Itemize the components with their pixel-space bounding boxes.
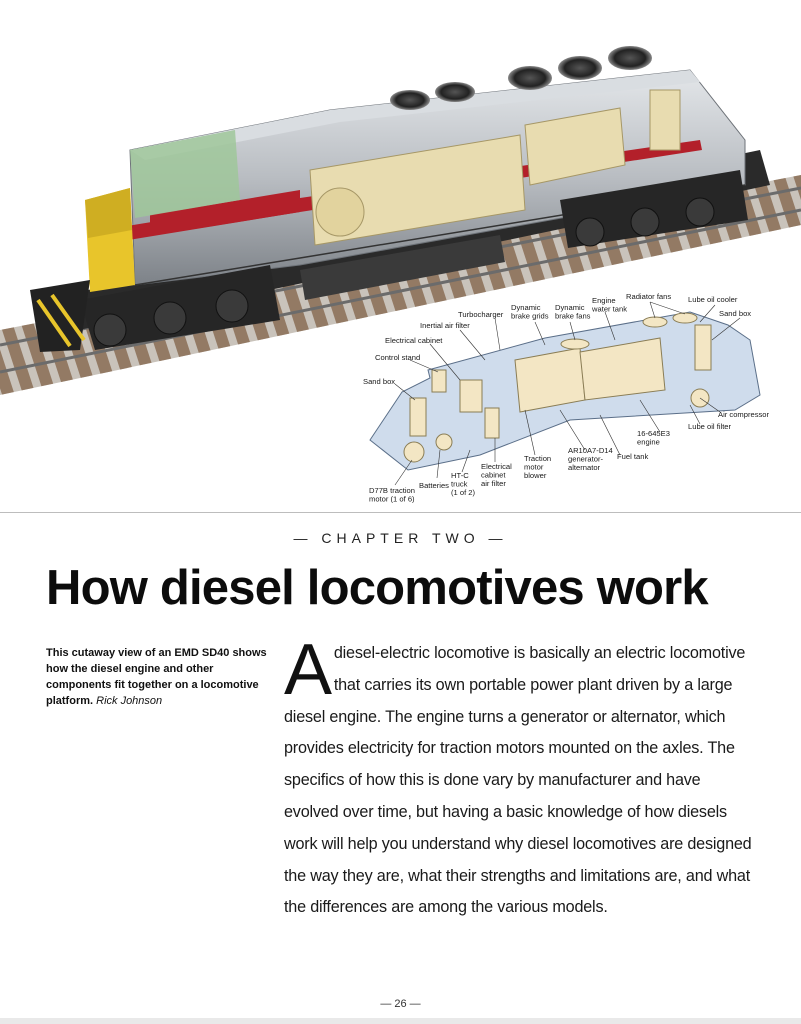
page-title: How diesel locomotives work — [46, 561, 709, 615]
bottom-edge — [0, 1018, 801, 1024]
caption-credit: Rick Johnson — [96, 695, 163, 707]
chapter-heading: — CHAPTER TWO — — [293, 530, 508, 546]
label-fuel-tank: Fuel tank — [617, 452, 648, 461]
label-sand-box-front: Sand box — [363, 377, 395, 386]
label-turbocharger: Turbocharger — [458, 310, 504, 319]
caption-text: This cutaway view of an EMD SD40 shows h… — [46, 647, 267, 707]
trucks — [30, 170, 748, 352]
label-lube-oil-cooler: Lube oil cooler — [688, 295, 738, 304]
drop-cap: A — [284, 630, 332, 710]
label-inertial-air-filter: Inertial air filter — [420, 321, 470, 330]
label-air-compressor: Air compressor — [718, 410, 770, 419]
label-sand-box-rear: Sand box — [719, 309, 751, 318]
label-radiator-fans: Radiator fans — [626, 292, 671, 301]
body-text: diesel-electric locomotive is basically … — [284, 644, 752, 917]
label-batteries: Batteries — [419, 481, 449, 490]
label-electrical-cabinet: Electrical cabinet — [385, 336, 443, 345]
illustration-divider — [0, 512, 801, 513]
page-number: — 26 — — [380, 998, 421, 1010]
label-control-stand: Control stand — [375, 353, 420, 362]
label-lube-oil-filter: Lube oil filter — [688, 422, 732, 431]
figure-caption: This cutaway view of an EMD SD40 shows h… — [46, 645, 268, 709]
